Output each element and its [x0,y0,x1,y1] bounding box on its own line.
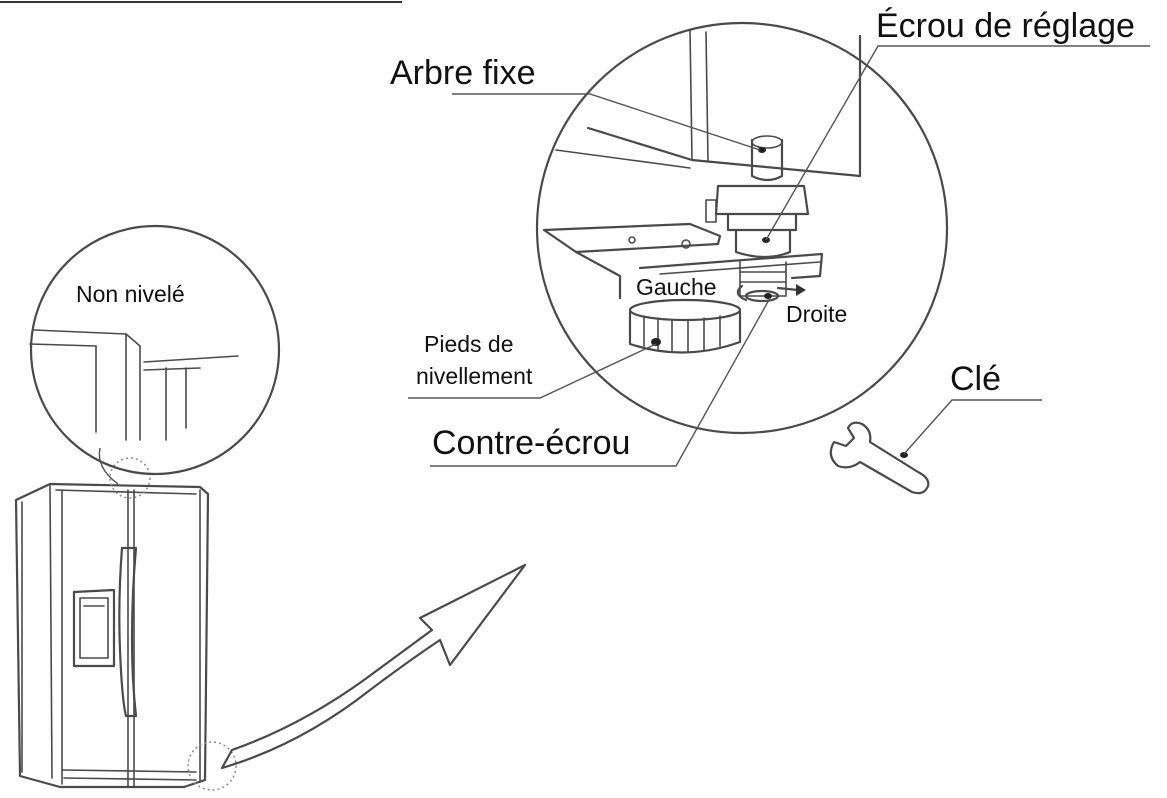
not-level-inset [29,224,281,485]
right-direction-label: Droite [786,301,847,327]
wrench-label: Clé [950,360,1001,398]
adjustment-detail-view [535,21,949,435]
adjusting-nut-label: Écrou de réglage [876,7,1135,45]
not-level-label: Non nivelé [76,281,185,307]
fixed-shaft-label: Arbre fixe [390,54,536,92]
top-detail-marker [109,457,151,499]
foot-detail-marker [187,741,237,791]
leveling-feet-label-line1: Pieds de [424,331,514,357]
leader-lines [408,45,1150,467]
refrigerator-illustration [14,457,237,791]
lock-nut-label: Contre-écrou [432,424,630,462]
leveling-feet-label-line2: nivellement [416,363,533,389]
wrench-icon [829,421,930,495]
zoom-arrow [220,563,527,770]
left-direction-label: Gauche [636,274,717,300]
